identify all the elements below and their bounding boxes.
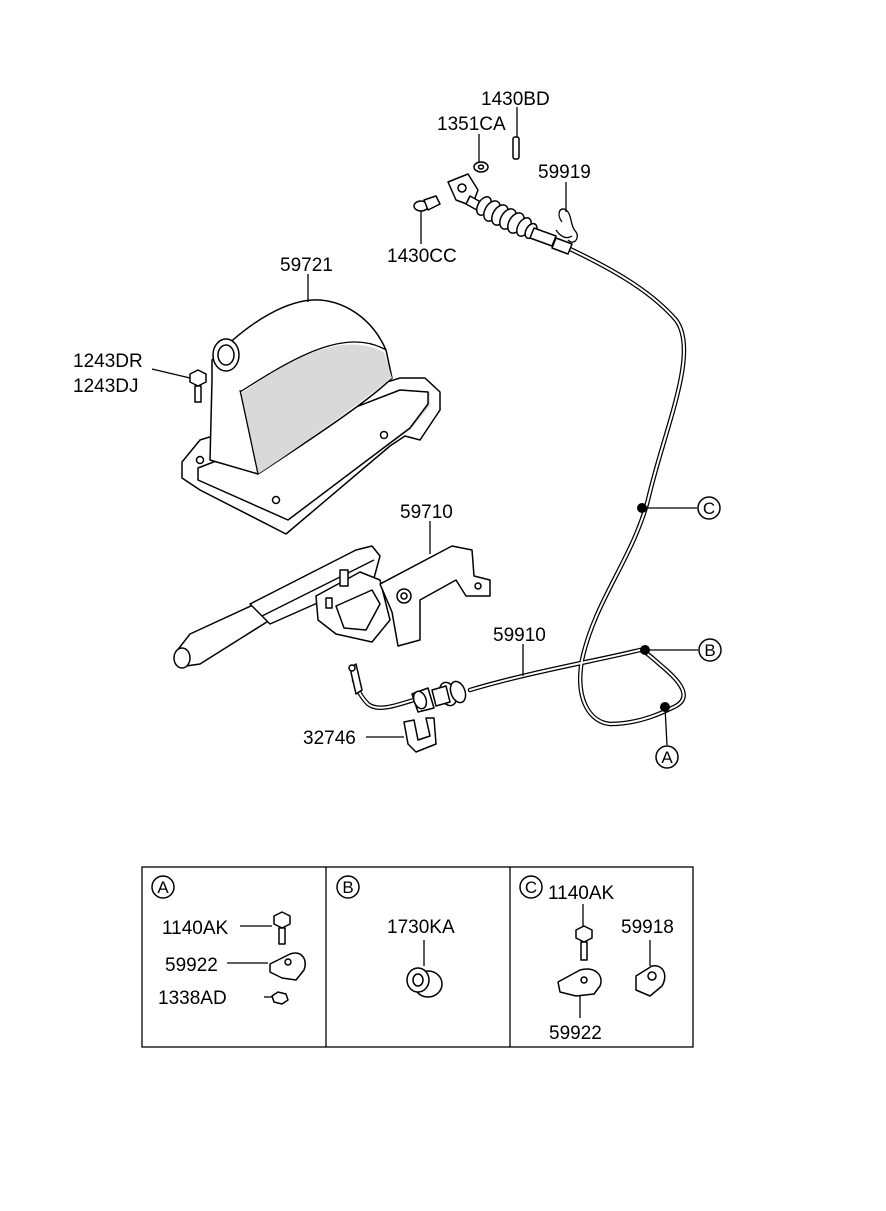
washer-1351CA: [473, 161, 489, 173]
label-1430BD: 1430BD: [481, 89, 550, 110]
label-1243DR: 1243DR: [73, 351, 143, 372]
detail-box-c-letter: C: [525, 878, 537, 897]
cable-clip-32746: [403, 717, 437, 753]
label-1430CC: 1430CC: [387, 246, 457, 267]
label-59710: 59710: [400, 502, 453, 523]
label-59910: 59910: [493, 625, 546, 646]
detail-c-label-59922: 59922: [549, 1023, 602, 1044]
detail-c-cable-guide: [635, 965, 666, 997]
rubber-boot: [476, 196, 538, 240]
marker-b-letter: B: [704, 641, 715, 660]
cable-lower-end: [348, 663, 467, 713]
cable-clip-59919: [555, 208, 578, 243]
detail-c-label-59918: 59918: [621, 917, 674, 938]
brake-cable: [351, 245, 687, 727]
detail-box-a-letter: A: [157, 878, 169, 897]
detail-b-grommet: [406, 967, 443, 998]
label-1243DJ: 1243DJ: [73, 376, 139, 397]
detail-b-label-1730KA: 1730KA: [387, 917, 455, 938]
label-32746: 32746: [303, 728, 356, 749]
pin-1430BD: [512, 136, 520, 160]
detail-a-label-1140AK: 1140AK: [162, 918, 229, 939]
detail-box-a: A 1140AK 59922 1338AD: [151, 875, 306, 1009]
detail-a-nut: [271, 991, 289, 1005]
label-1351CA: 1351CA: [437, 114, 506, 135]
leader-lines: [151, 107, 698, 746]
detail-box-b-letter: B: [342, 878, 353, 897]
detail-box-b: B 1730KA: [336, 875, 455, 998]
marker-c: C: [697, 496, 721, 520]
detail-table: [141, 866, 694, 1048]
marker-c-letter: C: [703, 499, 715, 518]
detail-c-label-1140AK: 1140AK: [548, 883, 615, 904]
label-59721: 59721: [280, 255, 333, 276]
marker-a: A: [655, 745, 679, 769]
parking-brake-lever-59710: [173, 545, 491, 669]
marker-b: B: [698, 638, 722, 662]
bolt-1243DR: [189, 369, 207, 403]
cable-upper-end: [447, 173, 573, 255]
detail-a-label-59922: 59922: [165, 955, 218, 976]
detail-box-c: C 1140AK 59918 59922: [519, 875, 674, 1044]
detail-c-clamp: [557, 968, 602, 997]
detail-a-clamp: [269, 952, 306, 981]
detail-a-label-1338AD: 1338AD: [158, 988, 227, 1009]
detail-a-bolt: [273, 911, 291, 945]
marker-a-letter: A: [661, 748, 673, 767]
clevis-pin-1430CC: [413, 195, 441, 212]
label-59919: 59919: [538, 162, 591, 183]
detail-c-bolt: [575, 925, 593, 961]
console-boot-59721: [181, 299, 441, 535]
